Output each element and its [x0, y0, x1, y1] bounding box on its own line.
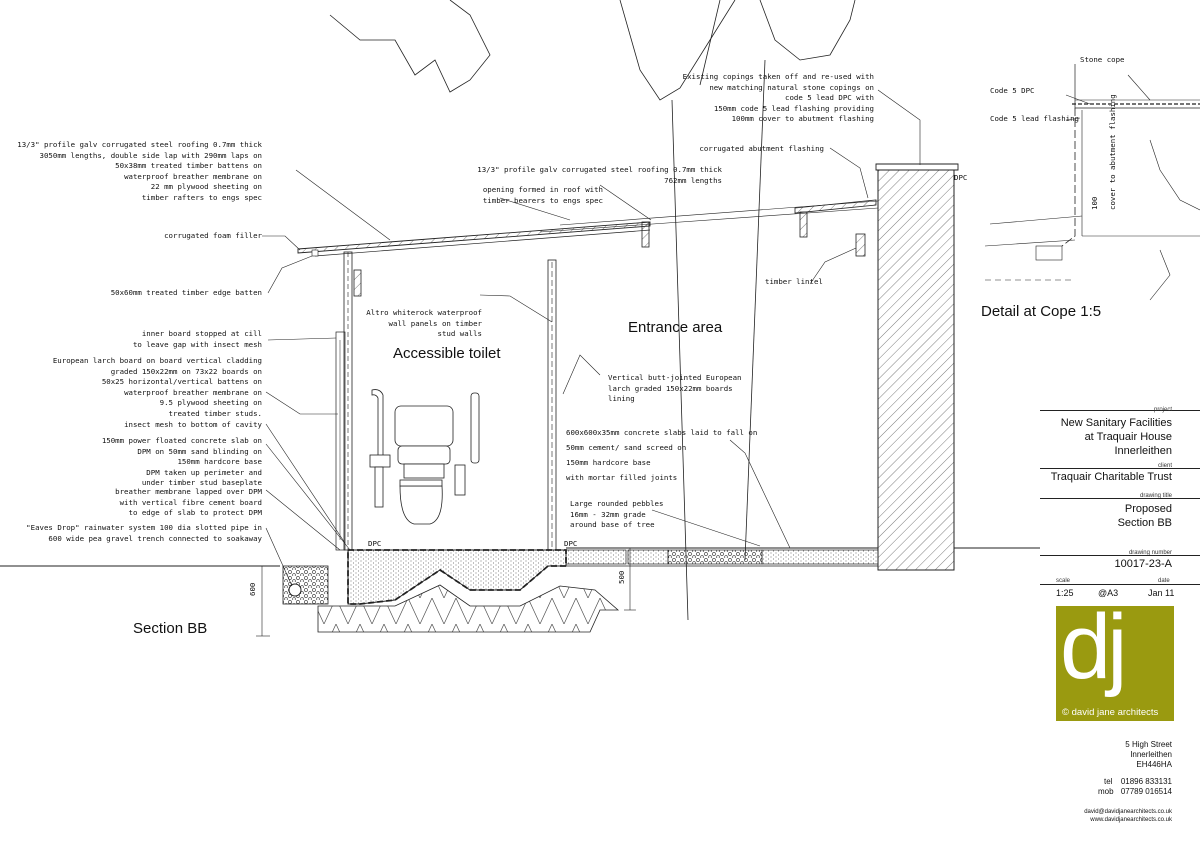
note-larch-cladding: European larch board on board vertical c… [52, 356, 262, 418]
detail-label-code5-flashing: Code 5 lead flashing [990, 114, 1079, 123]
drawing-number-caption: drawing number [1128, 550, 1172, 556]
note-opening: opening formed in roof with timber beare… [482, 185, 603, 205]
date-value: Jan 11 [1148, 588, 1175, 598]
detail-at-cope [984, 64, 1200, 301]
email-link[interactable]: david@davidjanearchitects.co.uk [1084, 809, 1172, 815]
client-name: Traquair Charitable Trust [1050, 471, 1172, 483]
dimension-lines [256, 547, 636, 637]
title-block-rule [1040, 555, 1200, 556]
note-dpc-wall: DPC [954, 173, 968, 182]
detail-label-stone-cope: Stone cope [1080, 55, 1125, 64]
section-title: Section BB [133, 620, 208, 637]
note-eaves-drop: "Eaves Drop" rainwater system 100 dia sl… [26, 523, 262, 543]
logo-mark: dj [1060, 596, 1128, 698]
note-butt-jointed: Vertical butt-jointed European larch gra… [608, 373, 742, 404]
note-copings: Existing copings taken off and re-used w… [682, 72, 874, 124]
note-roof-main: 13/3" profile galv corrugated steel roof… [17, 140, 262, 202]
roof [297, 199, 879, 297]
client-caption: client [1157, 463, 1172, 469]
tel-label: tel [1104, 777, 1113, 786]
note-slab: 150mm power floated concrete slab on DPM… [101, 436, 262, 488]
stud-walls [335, 251, 557, 551]
website-link[interactable]: www.davidjanearchitects.co.uk [1090, 817, 1172, 823]
note-edge-batten: 50x60mm treated timber edge batten [110, 288, 262, 297]
tel-number: 01896 833131 [1120, 777, 1172, 786]
ground-and-slab [0, 547, 1040, 633]
practice-address: 5 High Street Innerleithen EH446HA [1125, 740, 1172, 769]
note-dpc-mid: DPC [564, 539, 578, 548]
stone-coping [875, 163, 959, 171]
note-insect-mesh: insect mesh to bottom of cavity [124, 420, 262, 429]
note-pebbles: Large rounded pebbles 16mm - 32mm grade … [570, 499, 664, 530]
logo-text: © david jane architects [1062, 707, 1159, 718]
mob-number: 07789 016514 [1120, 787, 1172, 796]
project-name: New Sanitary Facilities at Traquair Hous… [1060, 417, 1172, 457]
detail-title: Detail at Cope 1:5 [981, 303, 1102, 320]
note-altro: Altro whiterock waterproof wall panels o… [366, 308, 482, 339]
room-label-accessible-toilet: Accessible toilet [393, 345, 501, 362]
title-block-rule [1040, 410, 1200, 411]
note-slabs-600: 600x600x35mm concrete slabs laid to fall… [566, 428, 758, 482]
practice-logo: dj © david jane architects [1056, 596, 1174, 721]
title-block-rule [1040, 468, 1200, 469]
project-caption: project [1153, 407, 1172, 413]
detail-label-cover: 100 cover to abutment flashing [1090, 94, 1117, 210]
scale-value: 1:25 [1056, 588, 1074, 598]
scale-caption: scale [1056, 578, 1071, 584]
title-block-rule [1040, 584, 1200, 585]
date-caption: date [1158, 578, 1170, 584]
detail-label-code5-dpc: Code 5 DPC [990, 86, 1035, 95]
note-dpc-left: DPC [368, 539, 382, 548]
mob-label: mob [1098, 787, 1114, 796]
note-foam-filler: corrugated foam filler [164, 231, 262, 240]
dimension-600: 600 [248, 582, 257, 596]
title-block-rule [1040, 498, 1200, 499]
drawing-title-caption: drawing title [1139, 493, 1172, 499]
room-label-entrance-area: Entrance area [628, 319, 723, 336]
note-inner-board: inner board stopped at cill to leave gap… [132, 329, 262, 349]
wc-fittings [369, 389, 480, 525]
stone-wall [877, 169, 955, 571]
note-roof-short: 13/3" profile galv corrugated steel roof… [477, 165, 722, 185]
tree-outline [329, 0, 856, 621]
paper-size: @A3 [1098, 588, 1119, 598]
note-abutment: corrugated abutment flashing [699, 144, 824, 153]
note-lintel: timber lintel [765, 277, 823, 286]
dimension-500: 500 [617, 570, 626, 584]
note-breather: breather membrane lapped over DPM with v… [115, 487, 262, 518]
leader-lines [262, 89, 921, 587]
drawing-title: Proposed Section BB [1117, 503, 1172, 529]
drawing-number: 10017-23-A [1114, 558, 1173, 570]
